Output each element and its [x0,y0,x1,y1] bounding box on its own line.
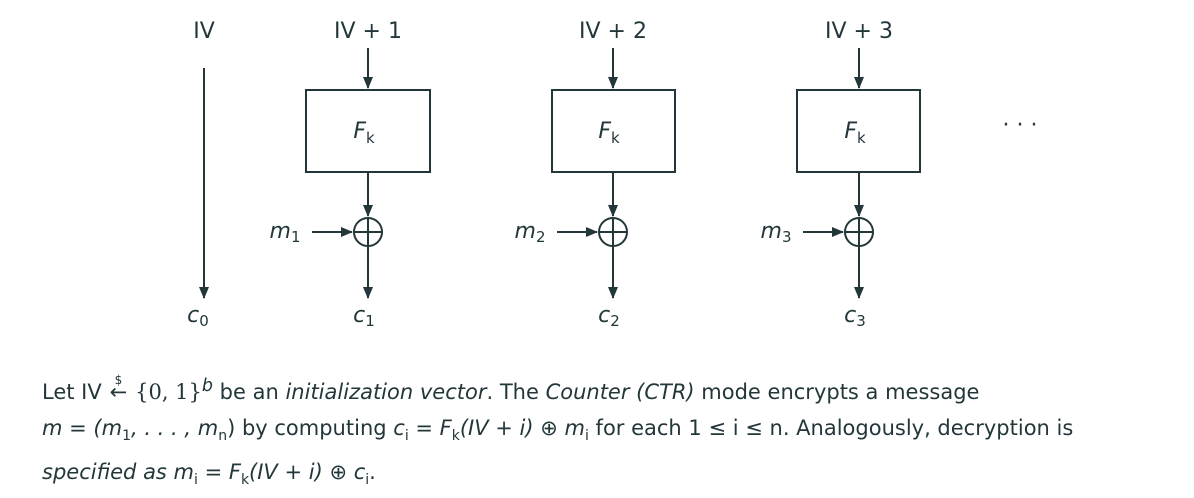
subscript: k [451,428,460,445]
ciphertext-formula: c [393,416,405,440]
decryption-formula: (IV + i) ⊕ c [249,460,366,485]
ciphertext-formula: (IV + i) ⊕ m [459,416,585,440]
decryption-formula: specified as m [42,460,195,485]
caption-text: be an [213,380,286,404]
ctr-mode-diagram: IV c0 IV + 1 Fk m1 c1 IV + 2 Fk m2 [187,19,1038,330]
xor-icon [353,217,383,247]
counter-input-label: IV + 3 [825,19,893,44]
caption-line-3: specified as mi = Fk(IV + i) ⊕ ci. [42,454,1182,498]
xor-icon [844,217,874,247]
caption-line-2: m = (m1, . . . , mn) by computing ci = F… [42,410,1182,454]
prf-label: Fk [353,119,375,147]
message-formula: , . . . , m [130,416,219,440]
subscript: 1 [122,428,131,445]
caption-text: . [369,460,376,485]
decryption-formula: = F [197,460,241,485]
message-block-label: m1 [270,219,301,246]
message-formula: m = (m [42,416,123,440]
subscript: n [218,428,228,445]
prf-label: Fk [844,119,866,147]
caption-text: for each 1 ≤ i ≤ n. Analogously, decrypt… [588,416,1074,440]
subscript: i [365,472,370,489]
ctr-column-3: IV + 3 Fk m3 c3 [761,19,921,330]
caption-text: Let IV [42,380,102,404]
caption-line-1: Let IV $← {0, 1}b be an initialization v… [42,368,1182,410]
subscript: i [404,428,409,445]
subscript: i [194,472,198,489]
counter-input-label: IV + 2 [579,19,647,44]
subscript: k [240,472,250,489]
subscript: i [584,428,589,445]
ctr-column-2: IV + 2 Fk m2 c2 [515,19,676,330]
caption-text: ) by computing [227,416,394,440]
prf-label: Fk [598,119,620,147]
ctr-mode-description: Let IV $← {0, 1}b be an initialization v… [42,368,1182,498]
message-block-label: m3 [761,219,792,246]
ellipsis: · · · [1003,113,1038,138]
ciphertext-label: c1 [353,303,375,330]
ciphertext-label: c2 [598,303,620,330]
iv-term: initialization vector [285,380,487,404]
block-size-exponent: b [201,376,213,396]
xor-icon [598,217,628,247]
bitstring-set: {0, 1} [135,380,202,404]
caption-text: . The [486,380,546,404]
c0-label: c0 [187,303,209,330]
message-block-label: m2 [515,219,546,246]
random-sample-symbol: $← [109,373,128,404]
ctr-column-1: IV + 1 Fk m1 c1 [270,19,431,330]
caption-text: mode encrypts a message [694,380,980,404]
ciphertext-label: c3 [844,303,866,330]
iv-label: IV [193,19,215,44]
ctr-term: Counter (CTR) [545,380,695,404]
counter-input-label: IV + 1 [334,19,402,44]
ciphertext-formula: = F [408,416,452,440]
